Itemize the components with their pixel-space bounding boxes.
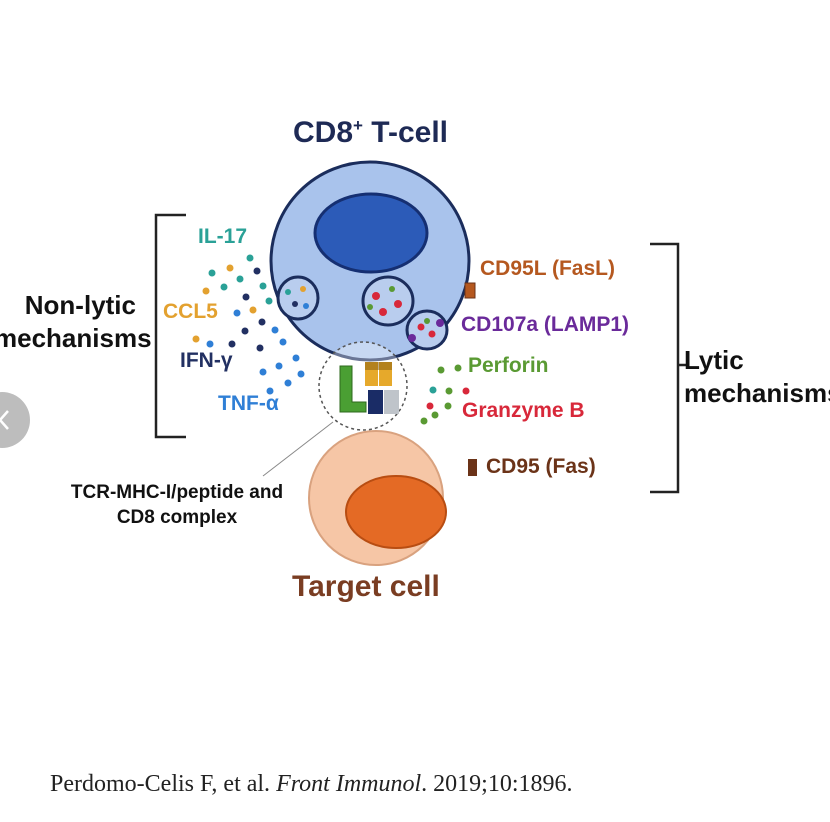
- tnf-alpha-label: TNF-α: [218, 392, 279, 415]
- target-cell-title: Target cell: [292, 570, 440, 603]
- nonlytic-bracket: [154, 213, 186, 439]
- ccl5-label: CCL5: [163, 300, 218, 323]
- citation: Perdomo-Celis F, et al. Front Immunol. 2…: [50, 771, 573, 798]
- citation-authors: Perdomo-Celis F, et al.: [50, 771, 277, 797]
- citation-journal: Front Immunol: [276, 771, 422, 797]
- chevron-left-icon: [0, 410, 9, 430]
- perforin-label: Perforin: [468, 354, 549, 377]
- lytic-granule-2: [405, 309, 449, 351]
- cd95-receptor: [468, 459, 477, 476]
- cd95-label: CD95 (Fas): [486, 455, 596, 478]
- il17-label: IL-17: [198, 225, 248, 248]
- lytic-bracket: [650, 242, 680, 494]
- t-cell-title: CD8+ T-cell: [293, 116, 448, 149]
- cd95l-label: CD95L (FasL): [480, 257, 615, 280]
- nonlytic-mechanisms-label: Non-lytic mechanisms: [0, 290, 152, 353]
- lytic-mechanisms-label: Lytic mechanisms: [684, 345, 830, 408]
- cd95l-receptor: [464, 282, 476, 299]
- ifn-gamma-label: IFN-γ: [180, 349, 233, 372]
- cytokine-particles: [192, 254, 305, 395]
- t-cell-nucleus: [313, 192, 429, 274]
- tcr-complex-label: TCR-MHC-I/peptide and CD8 complex: [70, 482, 284, 528]
- synapse-highlight: [318, 341, 408, 431]
- lytic-particles: [420, 364, 470, 425]
- cytokine-granule: [276, 275, 320, 321]
- lytic-granule: [361, 275, 415, 327]
- mhc-block: [368, 390, 383, 414]
- granzyme-b-label: Granzyme B: [462, 399, 585, 422]
- target-cell-nucleus: [345, 475, 447, 549]
- cd8-coreceptor: [339, 365, 367, 413]
- cd107a-label: CD107a (LAMP1): [461, 313, 630, 336]
- citation-details: . 2019;10:1896.: [421, 771, 573, 797]
